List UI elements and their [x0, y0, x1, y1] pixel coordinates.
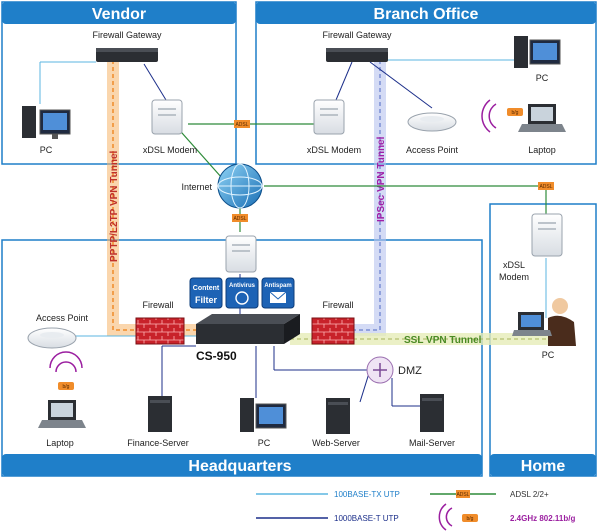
connections	[39, 42, 547, 407]
branch-xdsl-modem: xDSL Modem	[307, 99, 361, 155]
person-icon	[552, 298, 568, 314]
vendor-title: Vendor	[92, 6, 146, 23]
mail-server-label: Mail-Server	[409, 438, 455, 448]
headquarters-region: Headquarters	[1, 239, 483, 477]
ipsec-tunnel-label: IPSec VPN Tunnel	[376, 136, 387, 222]
svg-text:Filter: Filter	[195, 295, 218, 305]
svg-text:b/g: b/g	[467, 516, 474, 522]
svg-text:ADSL: ADSL	[233, 216, 246, 222]
web-server: Web-Server	[312, 398, 360, 448]
firewall-left-label: Firewall	[142, 300, 173, 310]
headquarters-title: Headquarters	[188, 458, 291, 475]
ssl-tunnel-label: SSL VPN Tunnel	[404, 335, 482, 346]
hq-ap-label: Access Point	[36, 313, 89, 323]
pptp-tunnel-label: PPTP/L2TP VPN Tunnel	[109, 150, 120, 262]
branch-modem-label: xDSL Modem	[307, 145, 361, 155]
vendor-modem-label: xDSL Modem	[143, 145, 197, 155]
legend-1000base: 1000BASE-T UTP	[334, 514, 399, 523]
home-modem-label-2: Modem	[499, 272, 529, 282]
dmz-switch: DMZ	[366, 356, 422, 384]
hq-access-point: Access Point	[27, 313, 89, 349]
antispam-feature: Antispam	[261, 277, 295, 309]
hq-laptop: Laptop	[38, 400, 86, 448]
legend-adsl: ADSL 2/2+	[510, 490, 549, 499]
home-xdsl-modem: xDSL Modem	[499, 213, 563, 282]
branch-ap-label: Access Point	[406, 145, 459, 155]
hq-wireless-icon: b/g	[49, 351, 83, 390]
hq-xdsl-modem	[225, 235, 257, 273]
mail-server: Mail-Server	[409, 394, 455, 448]
cs950-device: CS-950	[196, 314, 300, 363]
home-title: Home	[521, 458, 566, 475]
finance-server-label: Finance-Server	[127, 438, 189, 448]
legend: 100BASE-TX UTP 1000BASE-T UTP ADSL ADSL …	[256, 490, 575, 531]
antivirus-feature: Antivirus	[225, 277, 259, 309]
cs950-label: CS-950	[196, 349, 237, 363]
branch-firewall-gateway: Firewall Gateway	[322, 30, 392, 62]
vendor-pc: PC	[22, 106, 71, 155]
home-modem-label-1: xDSL	[503, 260, 525, 270]
home-pc-user: PC	[512, 298, 576, 360]
internet-label: Internet	[181, 182, 212, 192]
hq-pc-label: PC	[258, 438, 271, 448]
branch-laptop: Laptop	[518, 104, 566, 155]
svg-text:ADSL: ADSL	[539, 184, 552, 190]
biohazard-icon	[235, 291, 249, 305]
adsl-badge-hq: ADSL	[232, 214, 248, 222]
firewall-right-label: Firewall	[322, 300, 353, 310]
branch-laptop-label: Laptop	[528, 145, 556, 155]
legend-wireless: 2.4GHz 802.11b/g	[510, 514, 575, 523]
hq-laptop-label: Laptop	[46, 438, 74, 448]
hq-pc: PC	[240, 398, 287, 448]
svg-text:Antispam: Antispam	[264, 283, 291, 289]
branch-pc-label: PC	[536, 73, 549, 83]
firewall-left: Firewall	[135, 300, 185, 345]
web-server-label: Web-Server	[312, 438, 360, 448]
home-pc-label: PC	[542, 350, 555, 360]
finance-server: Finance-Server	[127, 396, 189, 448]
branch-region: Branch Office	[255, 1, 597, 165]
legend-100base: 100BASE-TX UTP	[334, 490, 400, 499]
vendor-firewall-gateway: Firewall Gateway	[92, 30, 162, 62]
dmz-label: DMZ	[398, 365, 422, 377]
adsl-badge-home: ADSL	[538, 182, 554, 190]
adsl-badge-vendor: ADSL	[234, 120, 250, 128]
vendor-xdsl-modem: xDSL Modem	[143, 99, 197, 155]
content-filter-feature: Content Filter	[189, 277, 223, 309]
vendor-gateway-label: Firewall Gateway	[92, 30, 162, 40]
svg-text:Content: Content	[193, 285, 220, 292]
vendor-pc-label: PC	[40, 145, 53, 155]
branch-wifi-badge: b/g	[512, 110, 519, 116]
svg-text:ADSL: ADSL	[456, 492, 469, 498]
hq-wifi-badge: b/g	[63, 384, 70, 390]
svg-text:ADSL: ADSL	[235, 122, 248, 128]
branch-gateway-label: Firewall Gateway	[322, 30, 392, 40]
svg-text:Antivirus: Antivirus	[229, 283, 256, 289]
branch-pc: PC	[514, 36, 561, 83]
branch-access-point: Access Point	[406, 112, 459, 155]
branch-wireless-icon: b/g	[481, 99, 523, 133]
internet-globe: Internet	[181, 163, 263, 209]
branch-title: Branch Office	[374, 6, 479, 23]
envelope-icon	[270, 292, 286, 303]
firewall-right: Firewall	[311, 300, 355, 345]
